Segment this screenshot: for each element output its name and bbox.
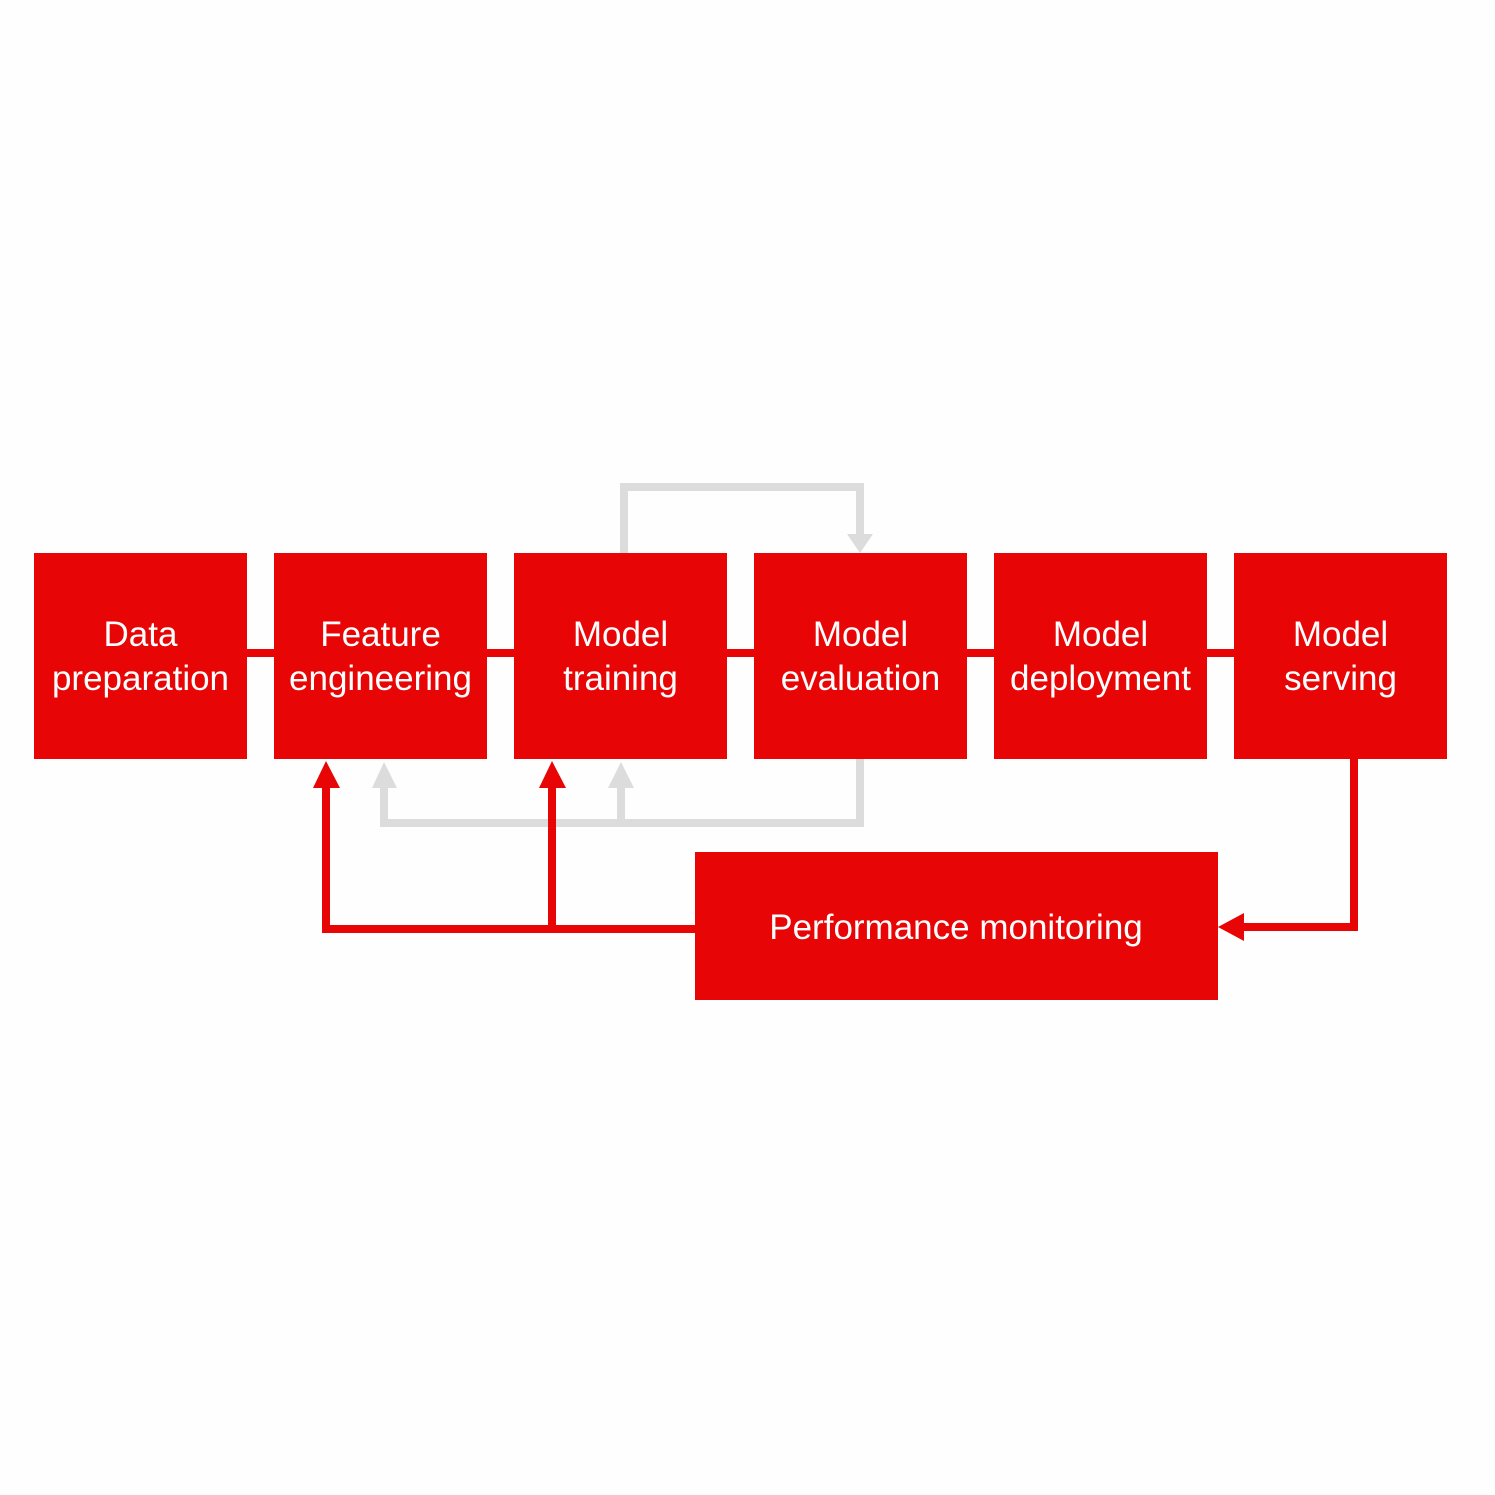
model-deployment-box (994, 553, 1207, 759)
stage-feature-engineering: Feature engineering (274, 553, 487, 759)
secondary-connectors (372, 483, 873, 827)
performance-monitoring-label: Performance monitoring (769, 908, 1143, 947)
stage-model-deployment: Model deployment (994, 553, 1207, 759)
model-deployment-label-line-1: Model (1053, 615, 1148, 654)
model-evaluation-label-line-1: Model (813, 615, 908, 654)
training-to-evaluation-loop (620, 483, 864, 553)
model-training-label-line-1: Model (573, 615, 668, 654)
model-evaluation-label-line-2: evaluation (781, 659, 941, 698)
data-preparation-label-line-1: Data (104, 615, 178, 654)
model-serving-label-line-1: Model (1293, 615, 1388, 654)
feature-engineering-box (274, 553, 487, 759)
stage-data-preparation: Data preparation (34, 553, 247, 759)
model-training-box (514, 553, 727, 759)
feature-engineering-label-line-1: Feature (320, 615, 441, 654)
feature-engineering-grey-arrowhead (372, 762, 397, 788)
model-deployment-label-line-2: deployment (1010, 659, 1191, 698)
monitoring-to-feature-engineering (322, 787, 696, 933)
model-training-grey-arrowhead (608, 762, 634, 788)
model-serving-box (1234, 553, 1447, 759)
primary-connectors (246, 649, 1358, 941)
data-preparation-label-line-2: preparation (52, 659, 229, 698)
model-training-label-line-2: training (563, 659, 678, 698)
model-evaluation-box (754, 553, 967, 759)
data-preparation-box (34, 553, 247, 759)
model-serving-label-line-2: serving (1284, 659, 1397, 698)
stage-boxes: Data preparation Feature engineering Model tr… (34, 553, 1447, 759)
model-training-red-arrowhead (539, 761, 566, 788)
feature-engineering-red-arrowhead (313, 761, 340, 788)
evaluation-top-arrowhead (847, 534, 873, 553)
performance-monitoring-box (695, 852, 1218, 1000)
performance-monitoring-node: Performance monitoring (695, 852, 1218, 1000)
serving-to-monitoring (1244, 759, 1358, 931)
feature-engineering-label-line-2: engineering (289, 659, 472, 698)
stage-model-serving: Model serving (1234, 553, 1447, 759)
stage-model-evaluation: Model evaluation (754, 553, 967, 759)
stage-model-training: Model training (514, 553, 727, 759)
monitoring-arrowhead (1218, 913, 1244, 941)
